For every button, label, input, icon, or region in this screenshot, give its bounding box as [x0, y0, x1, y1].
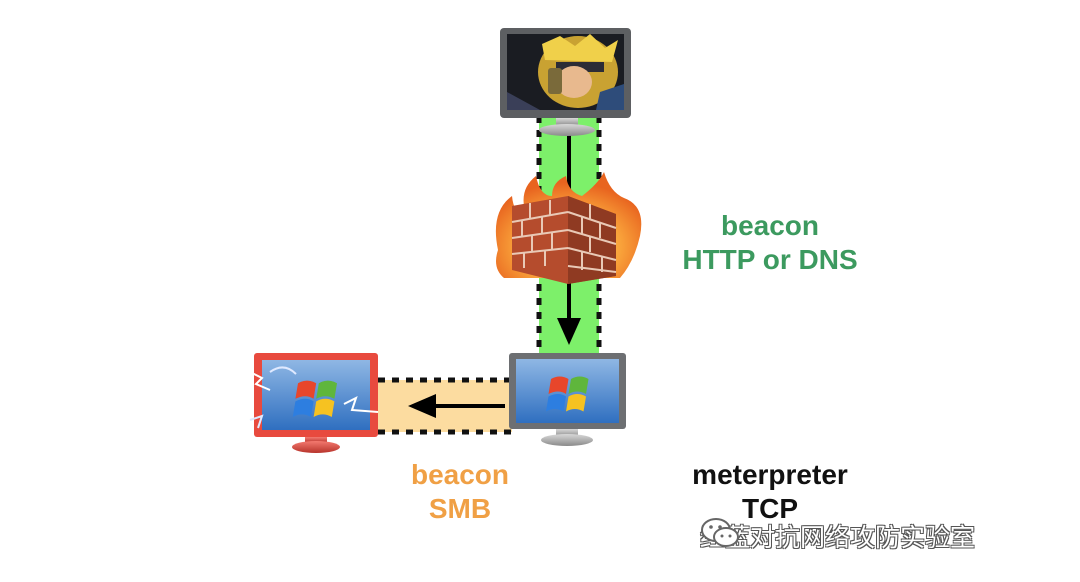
target-monitor-icon [249, 353, 379, 453]
smb-label: beacon SMB [390, 458, 530, 526]
tcp-label-line1: meterpreter [692, 459, 848, 490]
attacker-monitor-icon [500, 28, 631, 136]
tcp-label: meterpreter TCP [660, 458, 880, 526]
firewall-icon [495, 172, 642, 284]
smb-label-line1: beacon [410, 459, 510, 490]
left-arrow-icon [408, 394, 505, 418]
watermark-text: 红蓝对抗网络攻防实验室 [700, 523, 976, 552]
pivot-monitor-icon [509, 353, 626, 446]
tcp-label-line2: TCP [742, 493, 798, 524]
http-dns-label: beacon HTTP or DNS [660, 209, 880, 277]
http-label-line2: HTTP or DNS [682, 244, 858, 275]
watermark: 红蓝对抗网络攻防实验室 [700, 516, 975, 556]
http-label-line1: beacon [720, 210, 820, 241]
wechat-icon [701, 518, 739, 547]
smb-label-line2: SMB [428, 493, 492, 524]
